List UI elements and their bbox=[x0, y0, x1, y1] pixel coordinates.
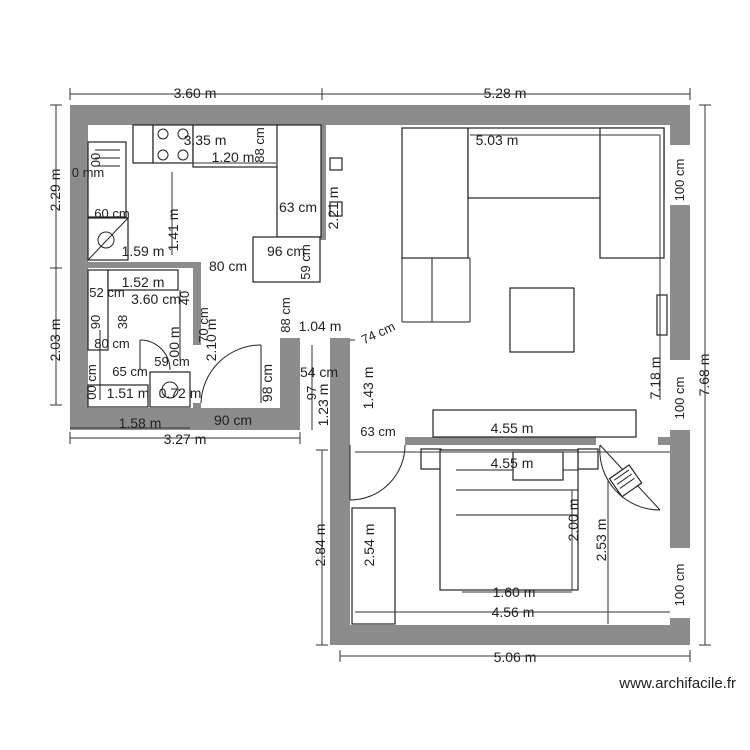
label-left-0mm: 0 mm bbox=[72, 165, 105, 180]
label-living-100a: 100 cm bbox=[672, 159, 687, 202]
label-bath-151: 1.51 m bbox=[107, 385, 150, 401]
label-bed-254: 2.54 m bbox=[361, 524, 377, 567]
label-kitchen-59: 59 cm bbox=[298, 244, 313, 279]
label-bed-455b: 4.55 m bbox=[491, 455, 534, 471]
label-left-60: 60 cm bbox=[94, 206, 129, 221]
label-corr-63: 63 cm bbox=[360, 424, 395, 439]
label-left-lower-height: 2.03 m bbox=[47, 319, 63, 362]
label-bath-210: 2.10 m bbox=[203, 319, 219, 362]
label-living-503: 5.03 m bbox=[476, 132, 519, 148]
label-kitchen-141: 1.41 m bbox=[165, 209, 181, 252]
label-bed-456: 4.56 m bbox=[492, 604, 535, 620]
label-corr-104: 1.04 m bbox=[299, 318, 342, 334]
bedroom bbox=[351, 448, 670, 625]
label-bath-38: 38 bbox=[115, 315, 130, 329]
label-kitchen-80: 80 cm bbox=[209, 258, 247, 274]
label-corr-74: 74 cm bbox=[359, 319, 397, 348]
label-bottom-right-height: 2.84 m bbox=[312, 524, 328, 567]
label-kitchen-top: 3.35 m bbox=[184, 132, 227, 148]
label-bath-40: 40 bbox=[177, 291, 192, 305]
label-bath-072: 0.72 m bbox=[159, 385, 202, 401]
label-kitchen-159: 1.59 m bbox=[122, 243, 165, 259]
label-corr-90: 90 cm bbox=[214, 412, 252, 428]
label-bottom-right: 5.06 m bbox=[494, 649, 537, 665]
label-kitchen-120: 1.20 m bbox=[212, 149, 255, 165]
label-bed-200: 2.00 m bbox=[565, 499, 581, 542]
label-corr-143: 1.43 m bbox=[360, 367, 376, 410]
label-bath-52: 52 cm bbox=[89, 285, 124, 300]
label-kitchen-221: 2.21 m bbox=[325, 187, 341, 230]
label-corr-97: 97 bbox=[304, 386, 319, 400]
label-bottom-left-2: 3.27 m bbox=[164, 431, 207, 447]
label-bath-80: 80 cm bbox=[94, 336, 129, 351]
label-kitchen-96: 96 cm bbox=[267, 243, 305, 259]
label-bath-360: 3.60 cm bbox=[131, 291, 181, 307]
label-living-100b: 100 cm bbox=[672, 377, 687, 420]
kitchen bbox=[87, 124, 343, 283]
label-bed-160: 1.60 m bbox=[493, 584, 536, 600]
label-bath-65: 65 cm bbox=[112, 364, 147, 379]
bathroom bbox=[87, 269, 191, 408]
label-bottom-left-1: 1.58 m bbox=[119, 415, 162, 431]
label-bath-70: 70 cm bbox=[196, 307, 211, 342]
label-kitchen-63: 63 cm bbox=[279, 199, 317, 215]
label-bath-152: 1.52 m bbox=[122, 274, 165, 290]
label-bed-100: 100 cm bbox=[672, 564, 687, 607]
label-bath-00: 00 m bbox=[166, 326, 182, 357]
dimension-labels: 3.60 m 5.28 m 2.29 m 2.03 m 7.68 m 1.58 … bbox=[47, 85, 712, 665]
label-left-00: 00 bbox=[88, 153, 103, 167]
label-left-upper-height: 2.29 m bbox=[47, 169, 63, 212]
label-kitchen-88: 88 cm bbox=[252, 127, 267, 162]
label-top-right-width: 5.28 m bbox=[484, 85, 527, 101]
label-top-left-width: 3.60 m bbox=[174, 85, 217, 101]
label-corr-123: 1.23 m bbox=[315, 384, 331, 427]
label-bath-90: 90 bbox=[88, 315, 103, 329]
label-bed-455a: 4.55 m bbox=[491, 420, 534, 436]
label-corr-98: 98 cm bbox=[259, 364, 275, 402]
watermark: www.archifacile.fr bbox=[619, 675, 736, 692]
label-bed-253: 2.53 m bbox=[593, 519, 609, 562]
label-corr-54: 54 cm bbox=[300, 364, 338, 380]
label-corr-88: 88 cm bbox=[278, 297, 293, 332]
label-bath-00cm: 00 cm bbox=[84, 364, 99, 399]
label-right-total-height: 7.68 m bbox=[696, 354, 712, 397]
label-bath-59: 59 cm bbox=[154, 354, 189, 369]
label-living-718: 7.18 m bbox=[647, 357, 663, 400]
living-room bbox=[350, 127, 668, 438]
outer-dimensions bbox=[50, 88, 711, 662]
